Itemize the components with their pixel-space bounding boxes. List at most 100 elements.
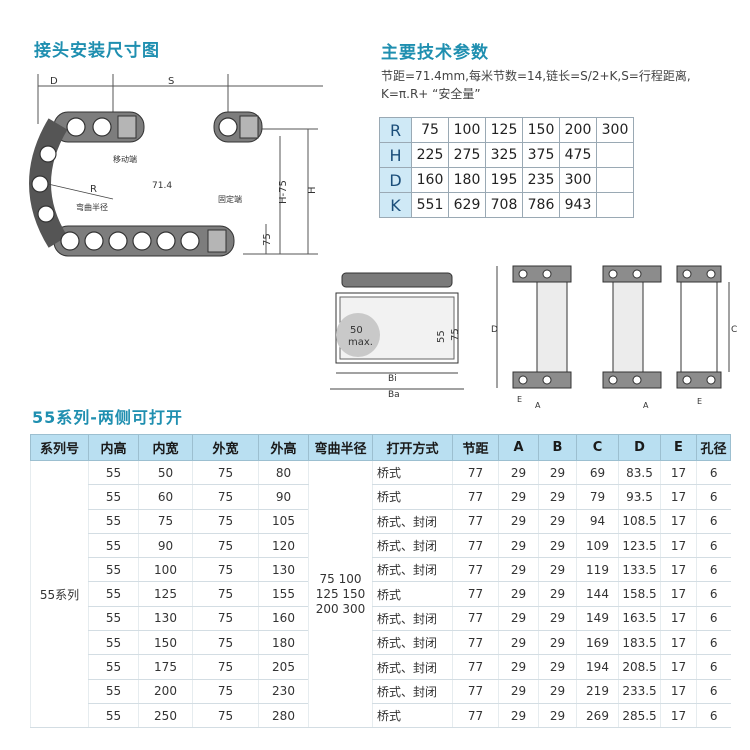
table-cell: 77: [452, 630, 499, 656]
table-cell: 75: [192, 606, 259, 632]
open-method-cell: 桥式: [372, 484, 453, 510]
table-cell: 175: [138, 654, 193, 680]
table-cell: 29: [538, 484, 577, 510]
side-e-label: E: [517, 395, 522, 404]
params-cell: 150: [522, 117, 560, 143]
table-cell: 75: [192, 557, 259, 583]
side-e2-label: E: [697, 397, 702, 406]
table-cell: 29: [538, 581, 577, 607]
table-cell: 105: [258, 509, 309, 534]
table-cell: 29: [538, 509, 577, 534]
table-cell: 169: [576, 630, 619, 656]
table-cell: 6: [696, 654, 731, 680]
column-header: 打开方式: [372, 434, 453, 461]
table-cell: 75: [192, 679, 259, 704]
open-method-cell: 桥式: [372, 703, 453, 729]
series-name-cell: 55系列: [30, 460, 89, 729]
table-cell: 90: [258, 484, 309, 510]
params-cell: 375: [522, 142, 560, 168]
table-cell: 75: [192, 654, 259, 680]
column-header: E: [660, 434, 697, 461]
table-cell: 285.5: [618, 703, 661, 729]
params-row-key: R: [379, 117, 412, 143]
params-row-key: H: [379, 142, 412, 168]
table-cell: 77: [452, 509, 499, 534]
table-cell: 6: [696, 484, 731, 510]
table-cell: 17: [660, 581, 697, 607]
column-header: C: [576, 434, 619, 461]
open-method-cell: 桥式、封闭: [372, 630, 453, 656]
table-cell: 119: [576, 557, 619, 583]
params-cell: 300: [596, 117, 634, 143]
table-cell: 205: [258, 654, 309, 680]
params-cell: 75: [411, 117, 449, 143]
table-cell: 80: [258, 460, 309, 486]
column-header: 孔径: [696, 434, 731, 461]
table-cell: 17: [660, 484, 697, 510]
params-cell: 235: [522, 167, 560, 193]
table-cell: 29: [498, 484, 539, 510]
table-cell: 29: [498, 654, 539, 680]
side-drawing: D E A A C E: [491, 265, 737, 410]
params-cell: [596, 167, 634, 193]
table-cell: 180: [258, 630, 309, 656]
bi-label: Bi: [388, 374, 397, 384]
params-cell: 943: [559, 192, 597, 218]
table-cell: 55: [88, 557, 139, 583]
table-cell: 29: [538, 654, 577, 680]
params-cell: 180: [448, 167, 486, 193]
table-cell: 77: [452, 679, 499, 704]
table-cell: 55: [88, 581, 139, 607]
params-cell: 195: [485, 167, 523, 193]
table-cell: 130: [258, 557, 309, 583]
table-cell: 55: [88, 654, 139, 680]
dim-d-label: D: [50, 76, 58, 87]
table-cell: 77: [452, 484, 499, 510]
params-cell: 100: [448, 117, 486, 143]
table-cell: 108.5: [618, 509, 661, 534]
open-method-cell: 桥式: [372, 581, 453, 607]
dim-s-label: S: [168, 76, 174, 87]
table-cell: 75: [138, 509, 193, 534]
open-method-cell: 桥式、封闭: [372, 509, 453, 534]
side-c-label: C: [731, 325, 737, 335]
table-cell: 29: [498, 509, 539, 534]
table-cell: 100: [138, 557, 193, 583]
table-cell: 75: [192, 460, 259, 486]
max-50-label: 50: [350, 325, 363, 336]
table-cell: 200: [138, 679, 193, 704]
dim-55-label: 55: [436, 330, 447, 343]
table-cell: 17: [660, 654, 697, 680]
table-cell: 77: [452, 654, 499, 680]
table-cell: 17: [660, 509, 697, 534]
table-cell: 250: [138, 703, 193, 729]
table-cell: 77: [452, 581, 499, 607]
table-cell: 208.5: [618, 654, 661, 680]
column-header: D: [618, 434, 661, 461]
open-method-cell: 桥式、封闭: [372, 533, 453, 559]
side-a2-label: A: [643, 401, 649, 410]
table-cell: 75: [192, 533, 259, 559]
open-method-cell: 桥式: [372, 460, 453, 486]
table-cell: 29: [498, 606, 539, 632]
fixed-end-label: 固定端: [218, 194, 242, 204]
table-cell: 17: [660, 533, 697, 559]
table-cell: 29: [538, 703, 577, 729]
table-cell: 55: [88, 606, 139, 632]
params-cell: 160: [411, 167, 449, 193]
table-cell: 29: [538, 606, 577, 632]
pitch-label: 71.4: [152, 181, 172, 191]
table-cell: 6: [696, 460, 731, 486]
moving-end-label: 移动端: [113, 154, 137, 164]
